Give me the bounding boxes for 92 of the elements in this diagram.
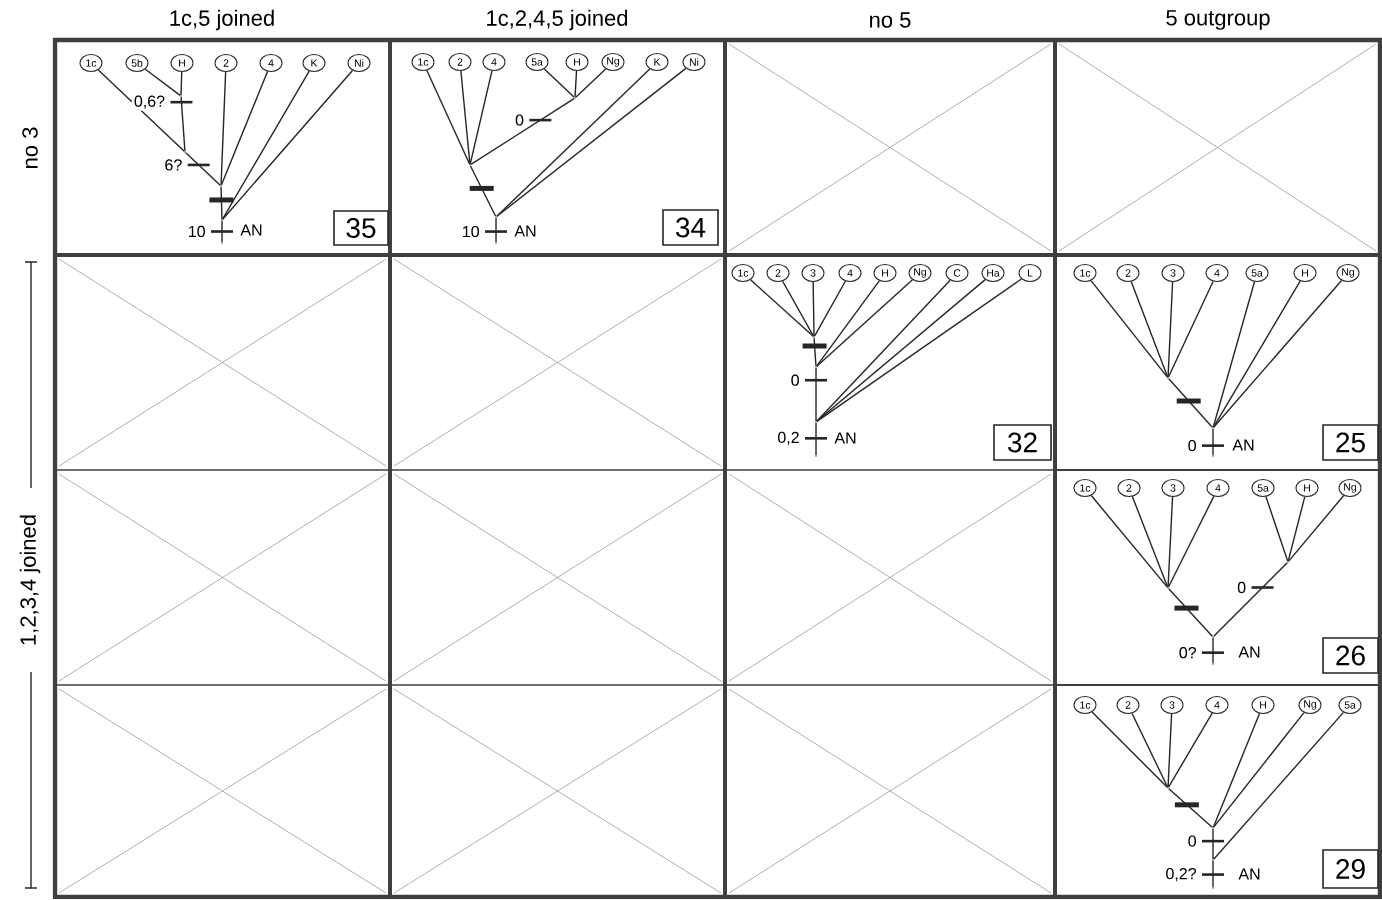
tree-branch	[1288, 494, 1345, 562]
tree-branch	[495, 217, 497, 243]
tree-branch	[1131, 495, 1169, 588]
tree-branch	[144, 68, 181, 97]
tree-branch	[1131, 712, 1169, 788]
edge-label: 0	[1237, 581, 1246, 594]
edge-label: 0,2	[778, 431, 799, 445]
edge-label: 0	[1188, 440, 1196, 452]
tree-branch	[220, 71, 227, 186]
tree-branch	[97, 69, 185, 152]
tree-branch	[426, 69, 471, 165]
edge-label: 0	[791, 374, 799, 386]
figure-number-box: 25	[1322, 424, 1379, 461]
tree-branch	[221, 220, 223, 243]
root-label: AN	[1238, 868, 1260, 880]
figure-number-box: 35	[333, 210, 389, 246]
tree-branch	[1090, 494, 1168, 588]
tree-branch	[1212, 712, 1261, 828]
tree-branch	[1130, 280, 1169, 378]
tree-branch	[469, 70, 493, 165]
tree-branch	[816, 279, 914, 367]
tree-branch	[1213, 711, 1345, 860]
tree-branch	[1168, 378, 1213, 428]
tree-branch	[460, 70, 471, 165]
tree-branch	[1213, 711, 1305, 828]
edge-label: 0,6?	[134, 95, 165, 109]
row-header: no 3	[22, 127, 38, 168]
tree-branch	[222, 69, 354, 220]
tree-branch	[813, 280, 847, 337]
tree-branch	[812, 281, 815, 337]
figure-number-box: 34	[662, 209, 719, 246]
edge-label: 0	[1188, 835, 1196, 847]
tree-branch	[1212, 280, 1301, 428]
column-header: no 5	[870, 12, 911, 28]
tree-branch	[470, 97, 575, 166]
tree-branch	[575, 68, 607, 98]
tree-branch	[813, 337, 817, 367]
tree-branch	[781, 280, 815, 337]
tree-branch	[1265, 496, 1289, 562]
tree-branch	[1213, 279, 1343, 428]
root-label: AN	[1232, 439, 1254, 451]
tree-branch	[1168, 788, 1213, 828]
tree-branch	[574, 70, 578, 98]
tree-branch	[1212, 860, 1214, 888]
tree-branch	[496, 67, 687, 217]
figure-number-box: 26	[1322, 637, 1379, 674]
edge-label: 0	[515, 114, 524, 126]
tree-branch	[1167, 281, 1174, 378]
tree-branch	[816, 278, 1023, 423]
tree-branch	[1167, 280, 1214, 378]
root-label: AN	[240, 224, 262, 236]
tree-branch	[180, 71, 183, 96]
tree-branch	[1212, 828, 1214, 860]
edge-label: 10	[463, 225, 479, 238]
tree-branch	[1090, 279, 1169, 378]
tree-branch	[749, 279, 814, 337]
tree-branch	[1212, 281, 1256, 428]
edge-label: 0?	[1179, 647, 1196, 659]
tree-branch	[1167, 496, 1174, 588]
tree-branch	[1168, 588, 1213, 637]
tree-branch	[815, 280, 880, 367]
tree-branch	[1213, 562, 1288, 637]
column-header: 1c,5 joined	[170, 9, 274, 31]
tree-branch	[1212, 637, 1214, 664]
tree-branch	[816, 278, 986, 422]
tree-branch	[815, 367, 817, 422]
column-header: 1c,2,4,5 joined	[487, 9, 628, 31]
tree-branch	[469, 165, 497, 217]
tree-branch	[221, 70, 310, 220]
tree-branch	[185, 152, 221, 186]
root-label: AN	[1238, 646, 1260, 658]
tree-branch	[1167, 713, 1173, 788]
figure-number-box: 29	[1322, 849, 1379, 889]
tree-branch	[543, 68, 575, 98]
tree-branch	[1167, 712, 1213, 788]
tree-branch	[1287, 496, 1306, 562]
edge-label: 10	[189, 225, 205, 238]
edge-label: 6?	[165, 159, 182, 171]
tree-branch	[180, 96, 186, 152]
row-header: 1,2,3,4 joined	[19, 515, 41, 645]
tree-branch	[1091, 711, 1168, 788]
edge-label: 0,2?	[1166, 867, 1196, 882]
tree-branch	[816, 279, 951, 422]
tree-branch	[220, 70, 269, 186]
tree-branch	[1167, 495, 1215, 588]
tree-branch	[220, 186, 223, 220]
tree-branch	[1212, 428, 1214, 456]
root-label: AN	[834, 432, 856, 444]
root-label: AN	[514, 225, 536, 237]
column-header: 5 outgroup	[1166, 10, 1270, 30]
tree-branch	[815, 422, 817, 456]
figure-number-box: 32	[993, 424, 1052, 461]
